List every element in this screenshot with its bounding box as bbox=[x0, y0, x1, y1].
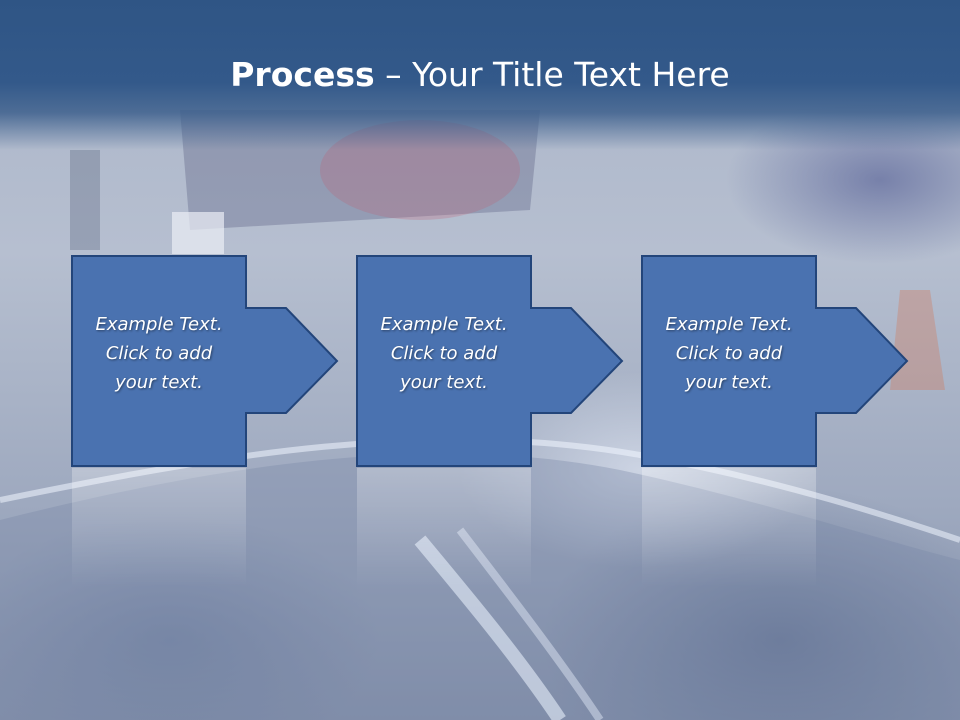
step-text-line: Example Text. bbox=[95, 314, 223, 335]
step-text[interactable]: Example Text. Click to add your text. bbox=[72, 310, 246, 397]
step-text-line: your text. bbox=[115, 372, 203, 393]
arrow-shape bbox=[356, 255, 624, 467]
step-text-line: Click to add bbox=[675, 343, 783, 364]
title-band bbox=[0, 0, 960, 150]
step-text[interactable]: Example Text. Click to add your text. bbox=[642, 310, 816, 397]
arrow-reflection bbox=[357, 468, 531, 588]
arrow-shape bbox=[71, 255, 339, 467]
slide-title[interactable]: Process – Your Title Text Here bbox=[0, 52, 960, 98]
arrow-shape bbox=[641, 255, 909, 467]
title-bold-text: Process bbox=[230, 55, 375, 94]
step-text-line: Click to add bbox=[105, 343, 213, 364]
step-text-line: Click to add bbox=[390, 343, 498, 364]
step-text-line: your text. bbox=[400, 372, 488, 393]
process-step-2[interactable]: Example Text. Click to add your text. bbox=[356, 255, 627, 588]
process-step-1[interactable]: Example Text. Click to add your text. bbox=[71, 255, 342, 588]
arrow-reflection bbox=[642, 468, 816, 588]
step-text-line: Example Text. bbox=[665, 314, 793, 335]
arrow-reflection bbox=[72, 468, 246, 588]
step-text-line: your text. bbox=[685, 372, 773, 393]
step-text-line: Example Text. bbox=[380, 314, 508, 335]
title-rest-text: – Your Title Text Here bbox=[374, 55, 730, 94]
process-step-3[interactable]: Example Text. Click to add your text. bbox=[641, 255, 912, 588]
step-text[interactable]: Example Text. Click to add your text. bbox=[357, 310, 531, 397]
